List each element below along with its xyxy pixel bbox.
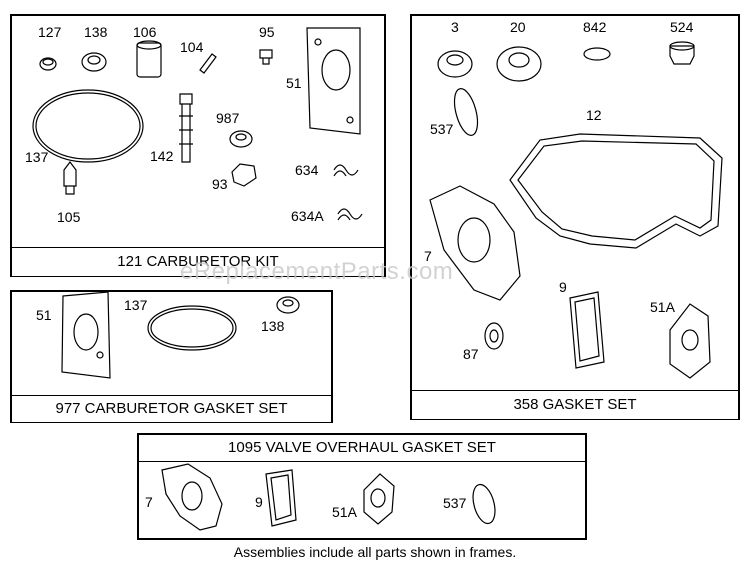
part-137-shape — [32, 89, 144, 163]
part-87-shape — [484, 322, 504, 350]
part-51-shape — [306, 27, 361, 135]
part-label-9b: 9 — [255, 494, 263, 510]
part-label-138: 138 — [84, 24, 108, 40]
part-label-51: 51 — [286, 75, 302, 91]
part-137b-shape — [147, 305, 237, 351]
part-label-87: 87 — [463, 346, 479, 362]
part-label-987: 987 — [216, 110, 240, 126]
caption-carburetor-gasket-set: 977 CARBURETOR GASKET SET — [12, 395, 331, 422]
part-label-7: 7 — [424, 248, 432, 264]
part-3-shape — [437, 50, 473, 78]
part-987-shape — [229, 130, 253, 148]
part-20-shape — [496, 46, 542, 82]
part-label-142: 142 — [150, 148, 174, 164]
part-127-shape — [39, 57, 57, 71]
part-138-shape — [81, 52, 107, 72]
part-7b-shape — [161, 463, 223, 531]
part-label-93: 93 — [212, 176, 228, 192]
part-label-137b: 137 — [124, 297, 148, 313]
part-label-51a: 51A — [650, 299, 675, 315]
part-537-shape — [453, 88, 479, 136]
part-537b-shape — [472, 483, 496, 525]
part-label-9: 9 — [559, 279, 567, 295]
part-51a-shape — [669, 303, 711, 379]
part-label-537: 537 — [430, 121, 454, 137]
frame-carburetor-gasket-set: 977 CARBURETOR GASKET SET — [10, 290, 333, 423]
caption-carburetor-kit: 121 CARBURETOR KIT — [12, 247, 384, 276]
part-label-127: 127 — [38, 24, 62, 40]
caption-gasket-set: 358 GASKET SET — [412, 390, 738, 419]
part-label-95: 95 — [259, 24, 275, 40]
part-12-shape — [509, 133, 723, 249]
part-138b-shape — [276, 296, 300, 314]
part-7-shape — [429, 185, 521, 301]
frame-gasket-set: 358 GASKET SET — [410, 14, 740, 420]
part-label-842: 842 — [583, 19, 607, 35]
part-106-shape — [136, 42, 162, 78]
part-9-shape — [569, 291, 605, 369]
part-label-524: 524 — [670, 19, 694, 35]
part-label-537b: 537 — [443, 495, 467, 511]
part-142-shape — [179, 93, 193, 163]
frame-carburetor-kit: 121 CARBURETOR KIT — [10, 14, 386, 277]
part-label-3: 3 — [451, 19, 459, 35]
part-label-7b: 7 — [145, 494, 153, 510]
part-label-105: 105 — [57, 209, 81, 225]
part-label-104: 104 — [180, 39, 204, 55]
part-51b-shape — [61, 291, 111, 379]
part-93-shape — [231, 163, 257, 187]
part-634-shape — [333, 164, 359, 177]
part-label-138b: 138 — [261, 318, 285, 334]
part-label-634a: 634A — [291, 208, 324, 224]
part-51a-b-shape — [363, 473, 395, 525]
caption-valve-overhaul-gasket-set: 1095 VALVE OVERHAUL GASKET SET — [139, 435, 585, 462]
part-634a-shape — [337, 208, 363, 221]
part-842-shape — [583, 47, 611, 61]
part-label-106: 106 — [133, 24, 157, 40]
watermark-text: eReplacementParts.com — [180, 258, 454, 285]
part-105-shape — [63, 161, 77, 195]
part-label-634: 634 — [295, 162, 319, 178]
part-label-12: 12 — [586, 107, 602, 123]
part-label-137: 137 — [25, 149, 49, 165]
frame-valve-overhaul-gasket-set: 1095 VALVE OVERHAUL GASKET SET — [137, 433, 587, 540]
part-9b-shape — [265, 469, 297, 527]
part-label-51a-b: 51A — [332, 504, 357, 520]
part-label-20: 20 — [510, 19, 526, 35]
part-95-shape — [259, 49, 273, 65]
part-104-shape — [199, 53, 217, 74]
part-label-51b: 51 — [36, 307, 52, 323]
footer-note: Assemblies include all parts shown in fr… — [233, 544, 517, 560]
